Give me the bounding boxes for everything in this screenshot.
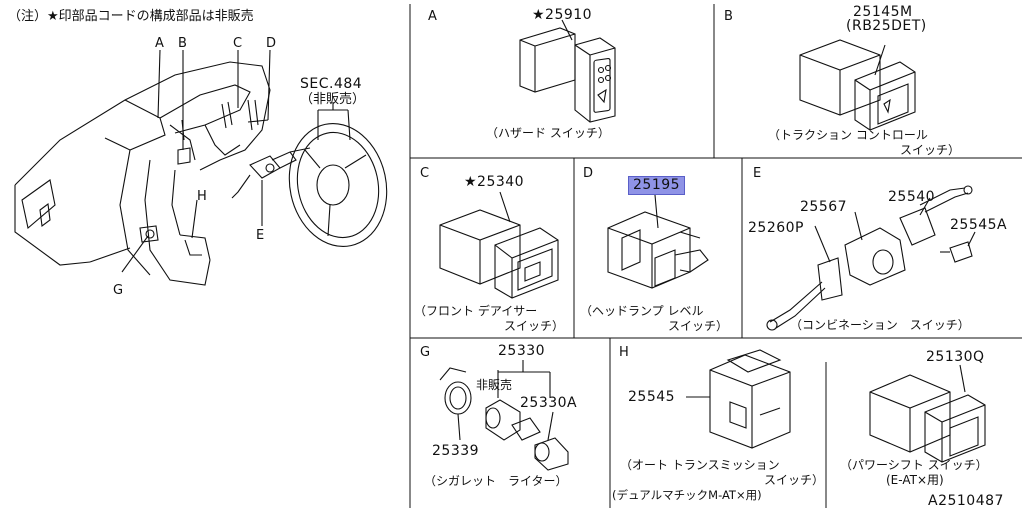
panel-b-letter: B	[724, 9, 733, 24]
panel-d-caption-line2: スイッチ）	[668, 319, 729, 333]
panel-c-caption-line1: （フロント デアイサー	[414, 304, 538, 318]
power-shift-switch-drawing	[869, 364, 986, 463]
callout-h: H	[197, 189, 207, 204]
panel-c-letter: C	[420, 166, 430, 181]
panel-grid	[409, 4, 1022, 508]
at-switch-drawing	[686, 349, 791, 449]
panel-a-part-number: ★25910	[532, 7, 593, 23]
panel-d-caption-line1: （ヘッドランプ レベル	[580, 304, 704, 318]
hazard-switch-drawing	[519, 19, 616, 123]
panel-h-part-number: 25545	[628, 389, 676, 405]
panel-e-caption: （コンビネーション スイッチ）	[790, 318, 970, 332]
panel-g-not-sold: 非販売	[476, 378, 513, 392]
callout-a: A	[155, 36, 164, 51]
headlamp-level-switch-drawing	[607, 194, 709, 289]
panel-e-part-25567: 25567	[800, 199, 848, 215]
panel-b-caption-line1: （トラクション コントロール	[768, 128, 928, 142]
steering-wheel-drawing	[231, 102, 388, 248]
callout-e: E	[256, 228, 265, 243]
callout-d: D	[266, 36, 277, 51]
panel-a-caption: （ハザード スイッチ）	[486, 126, 610, 140]
panel-e-part-25260p: 25260P	[748, 220, 804, 236]
sec-reference: SEC.484	[300, 76, 363, 92]
panel-e-letter: E	[753, 166, 762, 181]
panel-b-variant: (RB25DET)	[846, 18, 927, 34]
panel-e-part-25540: 25540	[888, 189, 936, 205]
callout-c: C	[233, 36, 243, 51]
panel-e-part-25545a: 25545A	[950, 217, 1008, 233]
panel-h-caption-line2: スイッチ）	[764, 473, 825, 487]
panel-h-caption-line1: （オート トランスミッション	[620, 458, 780, 472]
header-note: （注）★印部品コードの構成部品は非販売	[8, 9, 254, 24]
traction-switch-drawing	[799, 39, 916, 131]
panel-b-part-number: 25145M	[853, 4, 913, 20]
panel-d-part-number[interactable]: 25195	[628, 176, 686, 195]
panel-g-letter: G	[420, 345, 431, 360]
panel-c-part-number: ★25340	[464, 174, 525, 190]
panel-g-part-25330a: 25330A	[520, 395, 578, 411]
panel-c-caption-line2: スイッチ）	[504, 319, 565, 333]
panel-b-caption-line2: スイッチ）	[900, 143, 961, 157]
panel-h2-part-number: 25130Q	[926, 349, 985, 365]
dashboard-drawing	[14, 49, 271, 286]
panel-g-part-25339: 25339	[432, 443, 480, 459]
panel-g-part-25330: 25330	[498, 343, 546, 359]
callout-g: G	[113, 283, 124, 298]
deicer-switch-drawing	[439, 191, 559, 299]
sec-note: （非販売）	[300, 92, 366, 107]
cigarette-lighter-drawing	[439, 360, 569, 471]
callout-b: B	[178, 36, 187, 51]
panel-a-letter: A	[428, 9, 437, 24]
panel-h2-caption-line2: (E-AT×用)	[886, 473, 944, 487]
panel-g-caption: （シガレット ライター）	[424, 474, 568, 488]
panel-h-caption-line3: (デュアルマチックM-AT×用)	[612, 488, 762, 502]
combination-switch-drawing	[766, 185, 976, 331]
panel-h-letter: H	[619, 345, 629, 360]
figure-id: A2510487	[928, 493, 1004, 509]
panel-h2-caption-line1: （パワーシフト スイッチ）	[840, 458, 988, 472]
panel-d-letter: D	[583, 166, 594, 181]
